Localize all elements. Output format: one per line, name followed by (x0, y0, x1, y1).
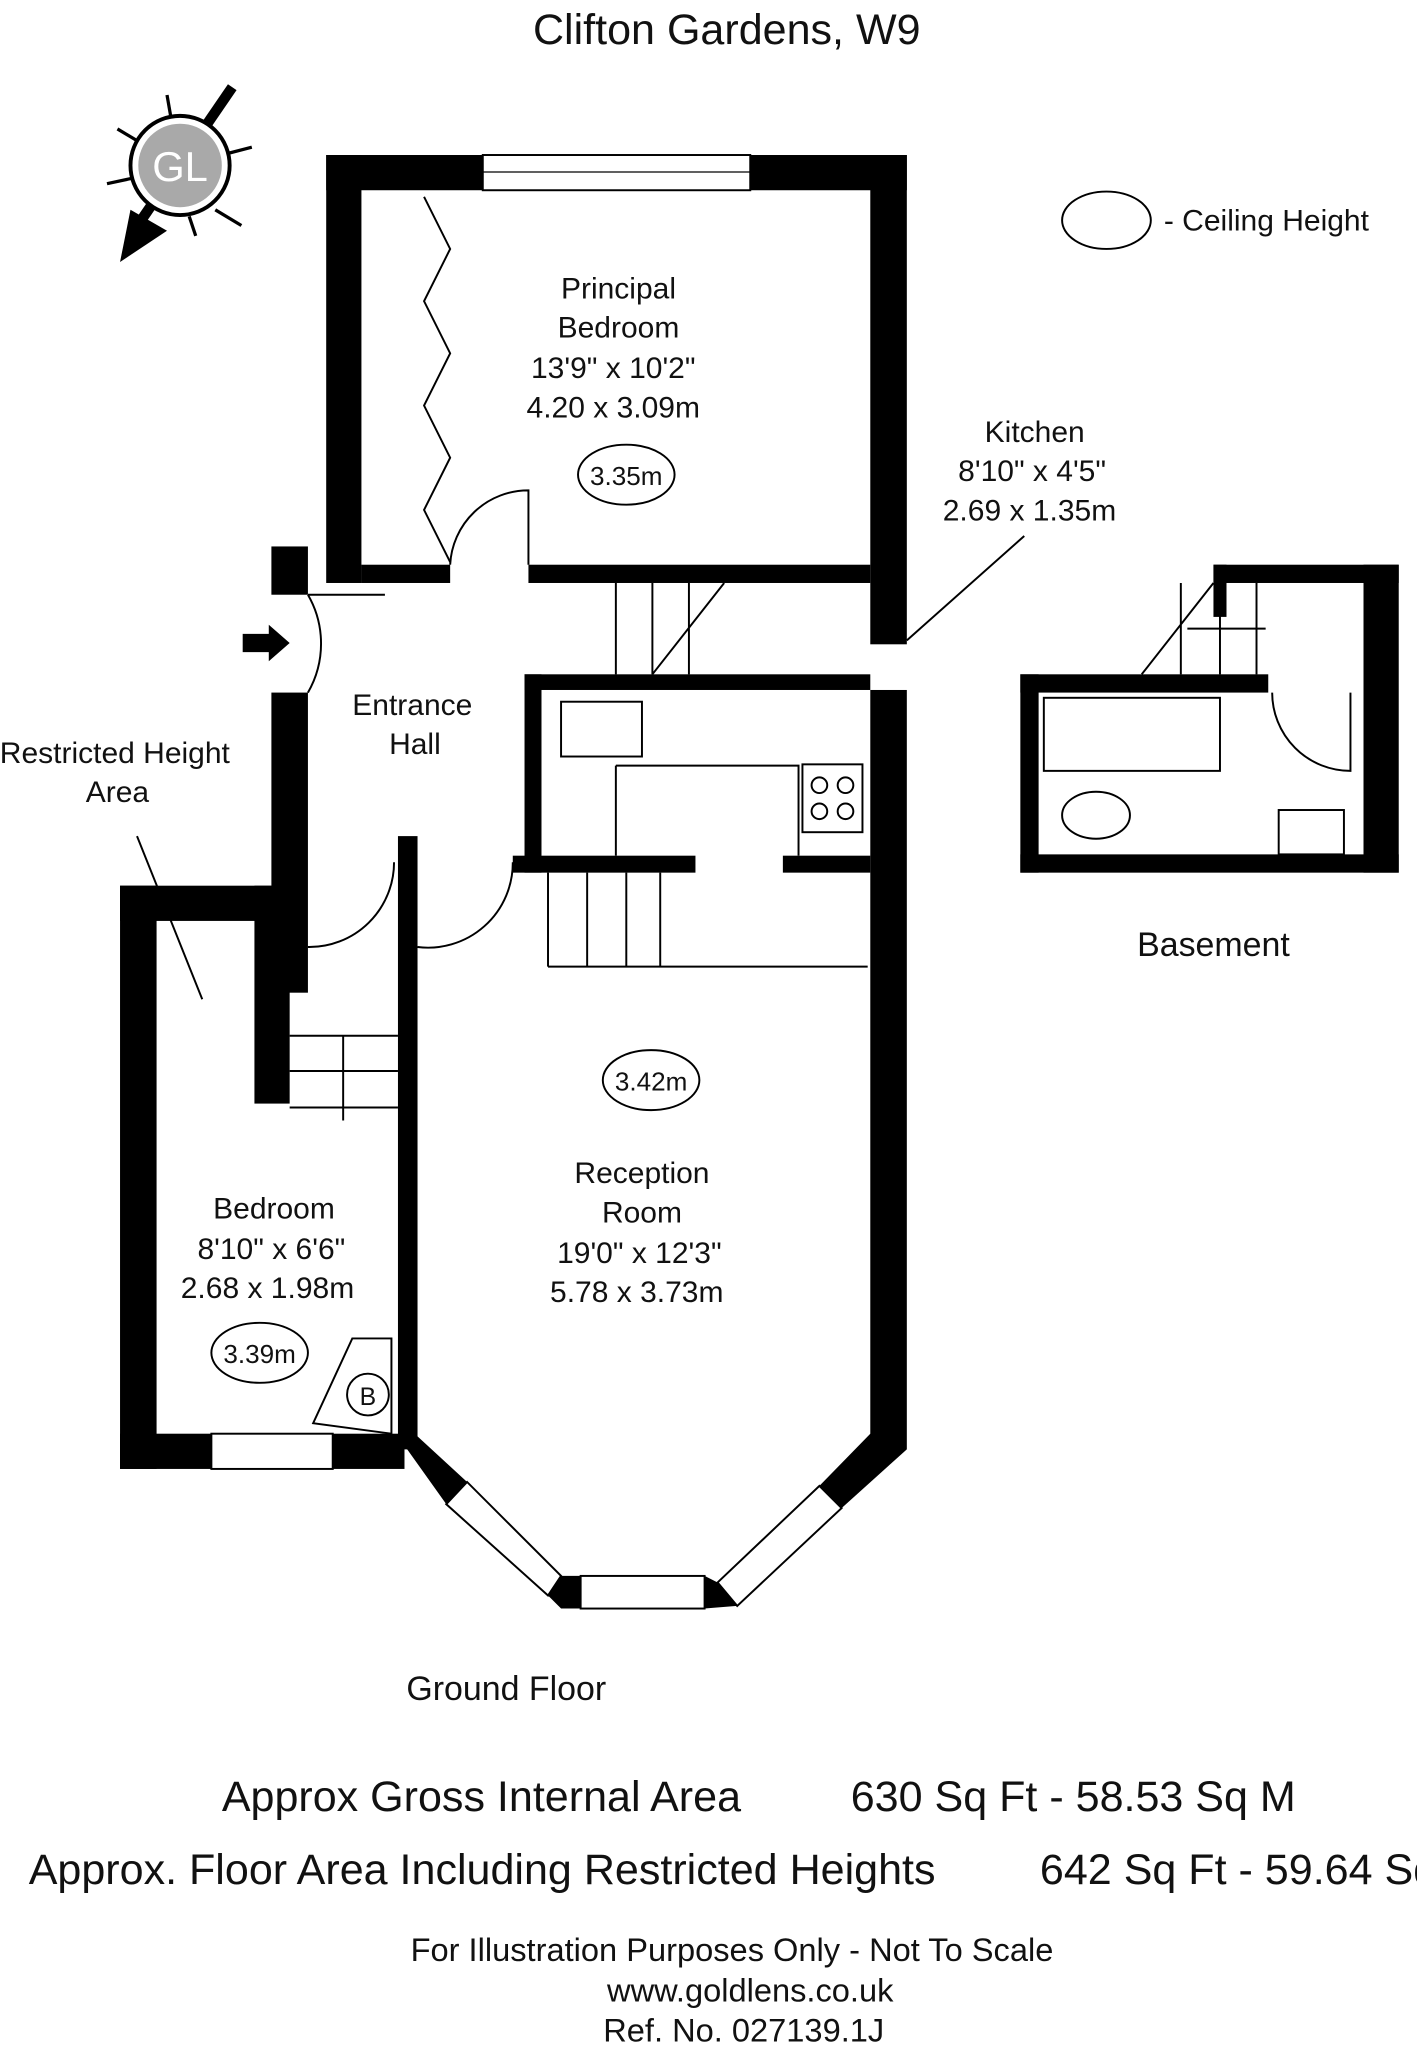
gia-label: Approx Gross Internal Area (222, 1773, 741, 1821)
room-dimensions-metric: 2.69 x 1.35m (943, 494, 1116, 527)
ground-floor-walls (120, 154, 1025, 1610)
room-dimensions-imperial: 8'10" x 6'6" (197, 1233, 345, 1266)
room-name: Entrance (352, 689, 472, 722)
room-dimensions-imperial: 19'0" x 12'3" (557, 1237, 722, 1270)
room-kitchen: Kitchen 8'10" x 4'5" 2.69 x 1.35m (943, 416, 1116, 527)
restricted-area-label: Approx. Floor Area Including Restricted … (29, 1846, 936, 1894)
room-reception: 3.42m Reception Room 19'0" x 12'3" 5.78 … (550, 1067, 723, 1309)
ceiling-height-marker (577, 443, 676, 506)
disclaimer: For Illustration Purposes Only - Not To … (411, 1931, 1054, 1968)
reference-number: Ref. No. 027139.1J (603, 2012, 884, 2048)
ceiling-height: 3.35m (590, 461, 662, 491)
room-dimensions-metric: 5.78 x 3.73m (550, 1276, 723, 1309)
entrance-arrow-icon (242, 624, 290, 662)
room-principal-bedroom: Principal Bedroom 13'9" x 10'2" 4.20 x 3… (527, 273, 700, 492)
ceiling-height-legend: - Ceiling Height (1061, 190, 1370, 250)
room-name: Hall (389, 728, 441, 761)
restricted-area-value: 642 Sq Ft - 59.64 Sq M (1040, 1846, 1417, 1894)
basement-label: Basement (1137, 926, 1290, 964)
ceiling-height: 3.42m (615, 1067, 687, 1097)
room-dimensions-imperial: 8'10" x 4'5" (958, 455, 1106, 488)
room-name: Kitchen (985, 416, 1085, 449)
room-name: Room (602, 1196, 682, 1229)
room-dimensions-metric: 2.68 x 1.98m (181, 1272, 354, 1305)
logo-text: GL (152, 143, 208, 190)
room-name: Bedroom (213, 1192, 335, 1225)
restricted-height-area: Restricted Height Area (0, 737, 231, 809)
room-name: Bedroom (558, 312, 680, 345)
room-name: Principal (561, 273, 676, 306)
basement-walls (1020, 564, 1399, 873)
room-bedroom: Bedroom 8'10" x 6'6" 2.68 x 1.98m 3.39m … (181, 1192, 376, 1411)
ceiling-height-marker (210, 1321, 309, 1384)
ground-floor-label: Ground Floor (406, 1670, 606, 1708)
room-dimensions-imperial: 13'9" x 10'2" (531, 352, 696, 385)
room-entrance-hall: Entrance Hall (352, 689, 472, 761)
room-dimensions-metric: 4.20 x 3.09m (527, 391, 700, 424)
ceiling-height-marker (601, 1049, 701, 1112)
area-label: Restricted Height (0, 737, 231, 770)
legend-label: - Ceiling Height (1164, 205, 1370, 238)
compass-north-arrow-icon: GL (106, 84, 253, 263)
gia-value: 630 Sq Ft - 58.53 Sq M (851, 1773, 1296, 1821)
boiler-label: B (360, 1384, 377, 1411)
plan-title: Clifton Gardens, W9 (533, 6, 921, 54)
website: www.goldlens.co.uk (606, 1971, 894, 2008)
room-name: Reception (574, 1157, 709, 1190)
ceiling-height: 3.39m (223, 1339, 295, 1369)
area-label: Area (86, 776, 150, 809)
